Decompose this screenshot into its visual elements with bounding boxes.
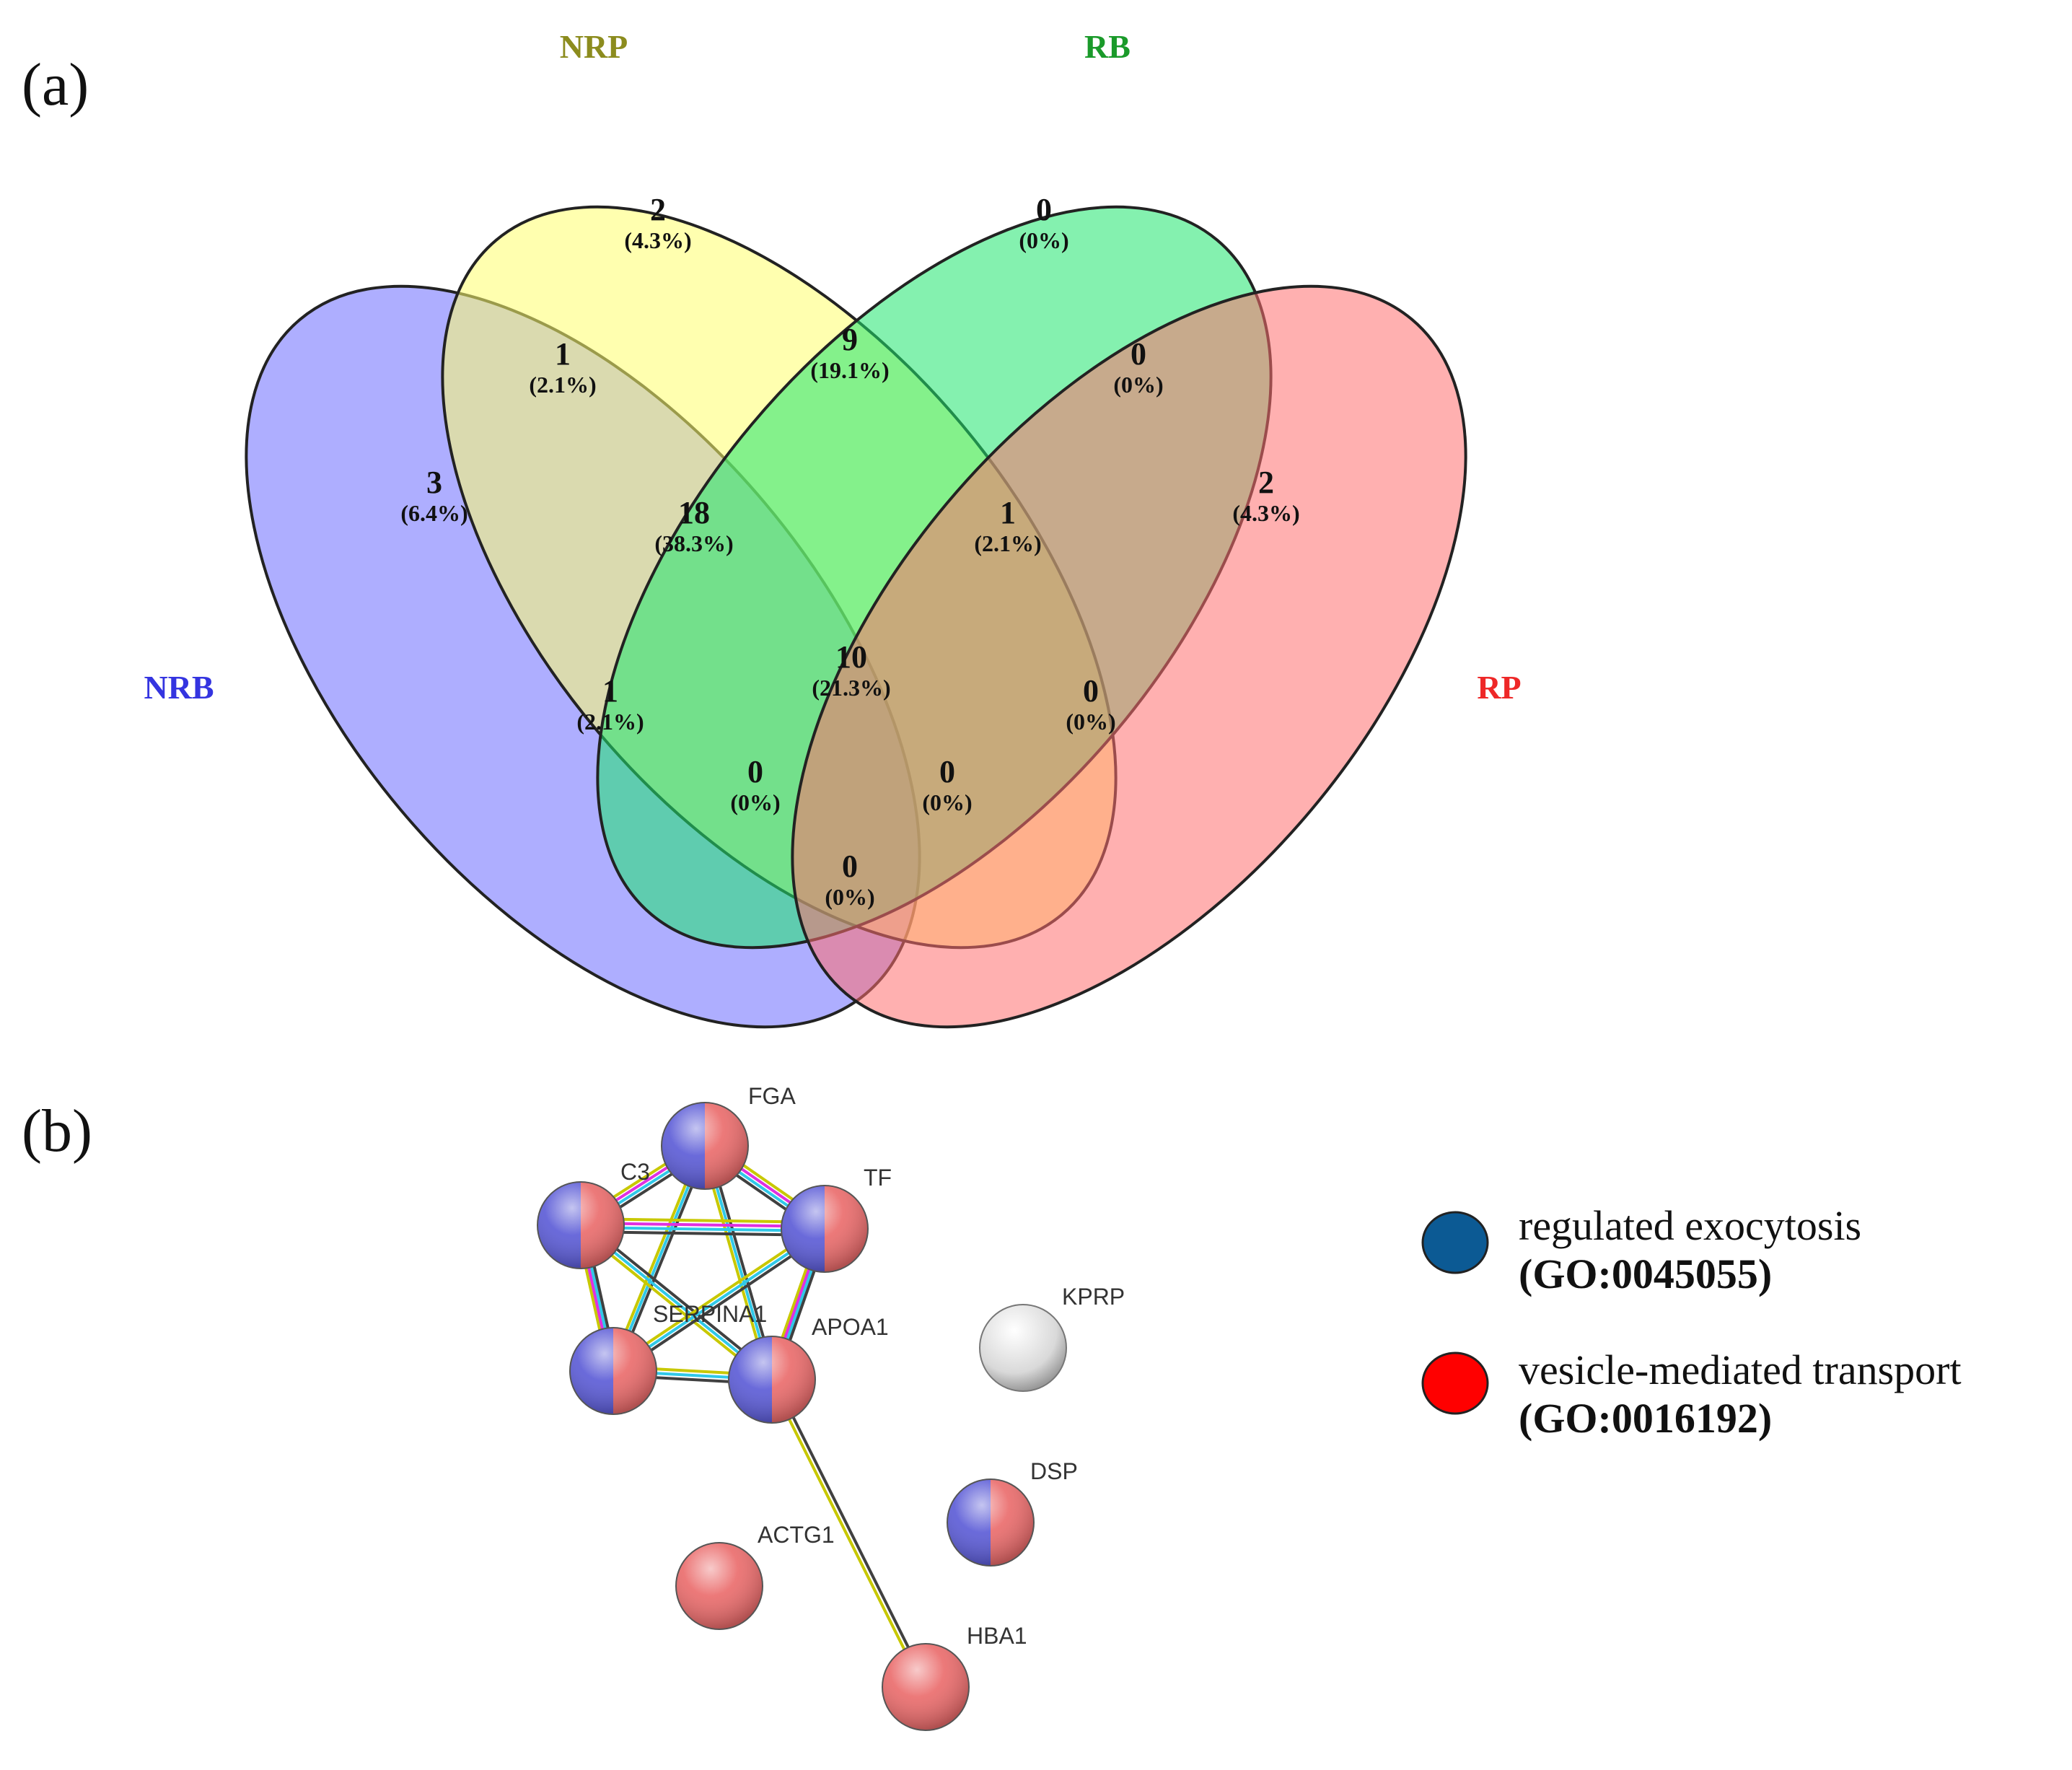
venn-ellipse-rp [791,284,1467,1029]
venn-region-rp-only: 2 (4.3%) [1232,465,1299,526]
region-percent: (2.1%) [529,372,596,398]
region-count: 0 [1131,336,1146,372]
node-label: SERPINA1 [653,1301,767,1327]
region-percent: (0%) [922,789,972,815]
node-fga: FGA [661,1083,796,1190]
venn-region-nrp-only: 2 (4.3%) [624,192,691,253]
node-kprp: KPRP [979,1284,1125,1392]
venn-region-nrb-only: 3 (6.4%) [400,465,467,526]
node-label: APOA1 [812,1314,889,1340]
region-count: 0 [747,754,763,789]
venn-region-nrb-nrp-rb: 18 (38.3%) [654,495,733,556]
venn-region-nrb-rb: 1 (2.1%) [576,673,644,735]
region-count: 0 [842,849,858,884]
region-percent: (19.1%) [810,357,889,383]
region-count: 9 [842,322,858,357]
legend-go-term: (GO:0045055) [1519,1250,1772,1297]
node-label: TF [864,1165,892,1191]
venn-region-all-four: 10 (21.3%) [812,639,890,701]
venn-set-label-nrb: NRB [144,669,214,706]
venn-region-rb-rp: 0 (0%) [1113,336,1163,398]
region-percent: (38.3%) [654,530,733,556]
node-label: FGA [748,1083,796,1109]
region-count: 1 [602,673,618,709]
node-label: HBA1 [967,1623,1027,1649]
legend-label: regulated exocytosis [1519,1202,1861,1249]
region-percent: (0%) [1113,372,1163,398]
region-count: 0 [1036,192,1052,227]
venn-set-label-rb: RB [1084,28,1131,65]
node-serpina1: SERPINA1 [569,1301,767,1415]
network-nodes: FGA C3 TF SERPINA1 APOA1 [537,1083,1125,1731]
venn-region-nrb-rp: 0 (0%) [825,849,874,910]
region-percent: (6.4%) [400,500,467,526]
region-percent: (2.1%) [576,709,644,735]
region-percent: (0%) [730,789,780,815]
venn-region-rb-only: 0 (0%) [1019,192,1068,253]
legend-item-regulated-exocytosis: regulated exocytosis (GO:0045055) [1421,1202,1861,1297]
venn-set-label-rp: RP [1477,669,1521,706]
node-label: DSP [1030,1458,1078,1484]
region-percent: (4.3%) [624,227,691,253]
node-tf: TF [781,1165,892,1273]
region-percent: (21.3%) [812,675,890,701]
panel-a-label: (a) [22,51,89,118]
red-circle-icon [1421,1351,1489,1415]
node-label: KPRP [1062,1284,1125,1310]
venn-region-nrb-rb-rp: 0 (0%) [730,754,780,815]
region-count: 2 [1258,465,1274,500]
region-count: 1 [1000,495,1016,530]
node-dsp: DSP [947,1458,1078,1567]
region-count: 18 [678,495,710,530]
legend-item-vesicle-mediated-transport: vesicle-mediated transport (GO:0016192) [1421,1346,1962,1442]
legend: regulated exocytosis (GO:0045055) vesicl… [1421,1202,1962,1442]
node-label: C3 [620,1159,650,1185]
edge-apoa1-hba1 [768,1378,929,1688]
region-count: 0 [1083,673,1099,709]
legend-label: vesicle-mediated transport [1519,1346,1962,1393]
region-percent: (4.3%) [1232,500,1299,526]
panel-b-label: (b) [22,1098,92,1165]
venn-region-nrb-nrp-rp: 0 (0%) [922,754,972,815]
node-label: ACTG1 [758,1522,835,1548]
venn-region-nrp-rp: 0 (0%) [1066,673,1115,735]
venn-region-nrp-rb: 9 (19.1%) [810,322,889,383]
region-count: 3 [426,465,442,500]
venn-diagram [245,205,1467,1029]
region-count: 0 [939,754,955,789]
node-c3: C3 [537,1159,650,1269]
node-hba1: HBA1 [882,1623,1027,1731]
legend-go-term: (GO:0016192) [1519,1395,1772,1442]
region-percent: (0%) [825,884,874,910]
region-percent: (0%) [1019,227,1068,253]
region-percent: (2.1%) [974,530,1041,556]
region-count: 2 [650,192,666,227]
node-apoa1: APOA1 [728,1314,889,1424]
node-actg1: ACTG1 [675,1522,835,1630]
region-count: 1 [555,336,571,372]
blue-circle-icon [1421,1211,1489,1274]
region-count: 10 [835,639,867,675]
venn-region-nrb-nrp: 1 (2.1%) [529,336,596,398]
venn-set-label-nrp: NRP [560,28,628,65]
region-percent: (0%) [1066,709,1115,735]
venn-region-nrp-rb-rp: 1 (2.1%) [974,495,1041,556]
